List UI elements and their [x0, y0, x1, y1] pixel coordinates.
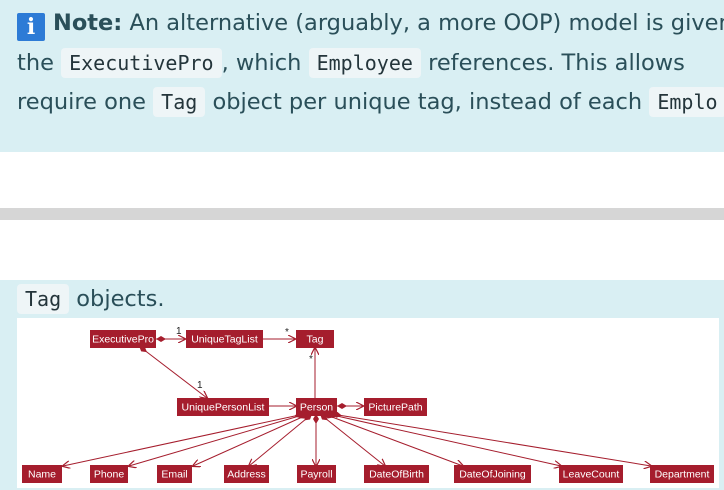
class-name: Name — [22, 465, 62, 483]
class-label: ExecutivePro — [92, 334, 154, 346]
class-label: Person — [300, 402, 333, 414]
note-label: Note: — [53, 10, 123, 36]
class-dateofjoining: DateOfJoining — [454, 465, 531, 483]
class-label: Address — [227, 469, 266, 481]
class-label: Name — [28, 469, 56, 481]
class-label: LeaveCount — [563, 469, 620, 481]
inline-code-employee: Employee — [308, 48, 421, 78]
note-line-2: the ExecutivePro, which Employee referen… — [17, 48, 685, 78]
class-label: Email — [161, 469, 187, 481]
assoc-person-phone — [129, 414, 307, 466]
assoc-person-leavecount — [327, 414, 561, 466]
inline-code-executivepro: ExecutivePro — [61, 48, 222, 78]
note-text: object per unique tag, instead of each — [205, 89, 650, 115]
note-line-1: i Note: An alternative (arguably, a more … — [17, 10, 724, 41]
class-person: Person — [296, 398, 337, 416]
assoc-person-name — [63, 414, 305, 466]
assoc-person-address — [249, 413, 313, 466]
page-break-divider — [0, 208, 724, 220]
note-text: require one — [17, 89, 154, 115]
class-leavecount: LeaveCount — [559, 465, 623, 483]
class-phone: Phone — [90, 465, 128, 483]
multiplicity-labels: 1 * 1 * — [176, 326, 313, 391]
class-label: DateOfJoining — [459, 469, 526, 481]
multiplicity-label: * — [309, 354, 313, 365]
class-label: Department — [655, 469, 710, 481]
class-label: DateOfBirth — [369, 469, 424, 481]
note-text: objects. — [69, 286, 165, 312]
assoc-person-email — [193, 414, 310, 466]
info-icon: i — [17, 13, 45, 41]
assoc-person-department — [331, 414, 651, 466]
inline-code-tag: Tag — [17, 284, 70, 314]
assoc-person-dateofbirth — [319, 413, 385, 466]
note-admonition-continued: Tag objects. — [0, 280, 724, 490]
note-admonition: i Note: An alternative (arguably, a more … — [0, 0, 724, 152]
class-label: Tag — [307, 334, 324, 346]
note-text: the — [17, 50, 62, 76]
diagram-connectors — [63, 339, 651, 466]
inline-code-employee-partial: Emplo — [649, 87, 724, 117]
class-picturepath: PicturePath — [364, 398, 427, 416]
multiplicity-label: 1 — [176, 326, 182, 337]
class-dateofbirth: DateOfBirth — [364, 465, 429, 483]
class-uniquepersonlist: UniquePersonList — [177, 398, 269, 416]
inline-code-tag: Tag — [153, 87, 206, 117]
note-text: , which — [221, 50, 309, 76]
note-continuation-line: Tag objects. — [17, 284, 165, 314]
class-label: PicturePath — [368, 402, 422, 414]
class-tag: Tag — [296, 330, 334, 348]
note-text-1: An alternative (arguably, a more OOP) mo… — [122, 10, 724, 36]
note-line-3: require one Tag object per unique tag, i… — [17, 87, 724, 117]
class-payroll: Payroll — [297, 465, 336, 483]
class-department: Department — [650, 465, 714, 483]
multiplicity-label: 1 — [197, 380, 203, 391]
class-label: UniqueTagList — [191, 334, 258, 346]
class-label: Payroll — [300, 469, 332, 481]
class-address: Address — [224, 465, 269, 483]
note-text: references. This allows — [420, 50, 685, 76]
uml-class-diagram: 1 * 1 * ExecutivePro UniqueTagList Tag — [17, 318, 719, 488]
class-email: Email — [157, 465, 192, 483]
assoc-person-dateofjoining — [323, 414, 463, 466]
assoc-executivepro-uniquepersonlist — [138, 345, 207, 398]
class-uniquetaglist: UniqueTagList — [186, 330, 263, 348]
class-label: Phone — [94, 469, 125, 481]
multiplicity-label: * — [285, 327, 289, 338]
class-label: UniquePersonList — [182, 402, 265, 414]
class-executivepro: ExecutivePro — [90, 330, 156, 348]
